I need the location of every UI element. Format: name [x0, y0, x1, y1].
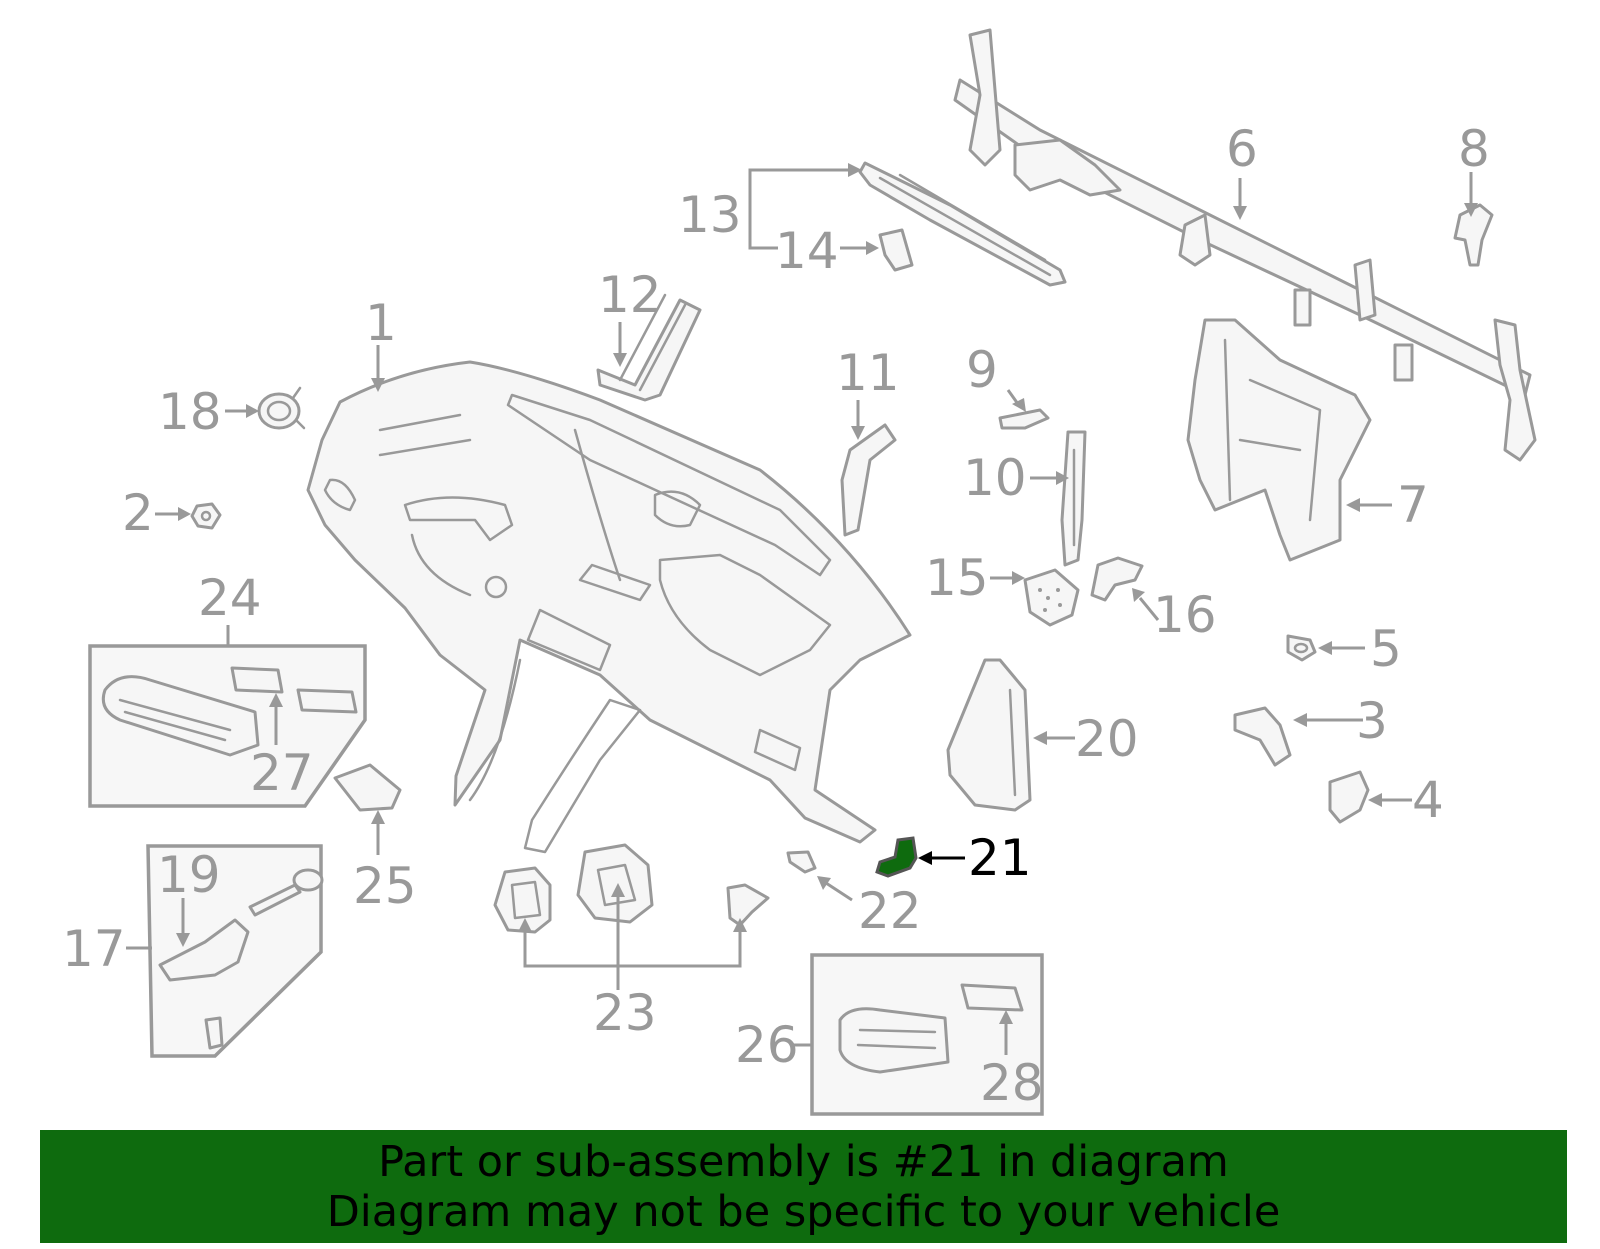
callout-14: 14: [775, 222, 839, 280]
callout-12: 12: [598, 266, 662, 324]
part-24-vent: [101, 675, 260, 757]
callout-23: 23: [593, 984, 657, 1042]
callout-16: 16: [1153, 586, 1217, 644]
callout-28: 28: [980, 1054, 1044, 1112]
callout-labels: 1 2 3 4 5 6 7 8 9 10 11 12 13 14 15 16 1…: [62, 120, 1490, 1112]
callout-19: 19: [157, 846, 221, 904]
callout-24: 24: [198, 569, 262, 627]
callout-8: 8: [1458, 120, 1490, 178]
callout-6: 6: [1226, 120, 1258, 178]
part-5: [1286, 634, 1317, 662]
part-28: [960, 983, 1024, 1012]
part-15: [1023, 568, 1080, 627]
part-25: [333, 763, 402, 812]
part-22: [786, 850, 817, 874]
part-16: [1090, 556, 1144, 602]
part-19-key: [248, 868, 324, 917]
part-6-crossbeam: [953, 28, 1537, 462]
callout-2: 2: [122, 484, 154, 542]
part-23-left: [493, 866, 552, 934]
part-1-instrument-panel: [306, 360, 912, 854]
part-14: [878, 228, 914, 272]
callout-21: 21: [968, 829, 1032, 887]
part-17-switch: [158, 918, 250, 1050]
part-10: [1060, 430, 1087, 567]
banner-line-2: Diagram may not be specific to your vehi…: [326, 1186, 1281, 1237]
part-9: [998, 408, 1050, 430]
callout-27: 27: [250, 744, 314, 802]
part-7: [1186, 318, 1372, 562]
part-23-center: [576, 843, 654, 924]
part-11: [840, 423, 897, 537]
callout-3: 3: [1356, 692, 1388, 750]
callout-9: 9: [966, 341, 998, 399]
callout-17: 17: [62, 920, 126, 978]
part-21: [875, 836, 918, 878]
callout-5: 5: [1370, 620, 1402, 678]
part-12: [596, 293, 702, 402]
callout-18: 18: [158, 383, 222, 441]
callout-22: 22: [858, 882, 922, 940]
part-13: [858, 161, 1067, 287]
callout-20: 20: [1075, 710, 1139, 768]
leaders: [126, 163, 1478, 1055]
callout-10: 10: [963, 449, 1027, 507]
callout-13: 13: [678, 186, 742, 244]
part-2: [190, 502, 222, 530]
callout-15: 15: [925, 549, 989, 607]
callout-1: 1: [365, 294, 397, 352]
part-18: [257, 386, 306, 430]
part-20: [946, 658, 1032, 812]
part-23-right: [726, 883, 770, 927]
banner-line-1: Part or sub-assembly is #21 in diagram: [378, 1136, 1229, 1187]
callout-7: 7: [1397, 476, 1429, 534]
info-banner: Part or sub-assembly is #21 in diagram D…: [40, 1130, 1567, 1243]
part-27: [230, 666, 358, 714]
part-3: [1233, 706, 1292, 767]
callout-25: 25: [353, 857, 417, 915]
callout-11: 11: [836, 344, 900, 402]
part-8: [1453, 203, 1494, 267]
part-4: [1328, 770, 1370, 824]
part-26-vent: [838, 1007, 950, 1074]
callout-26: 26: [735, 1016, 799, 1074]
callout-4: 4: [1412, 771, 1444, 829]
